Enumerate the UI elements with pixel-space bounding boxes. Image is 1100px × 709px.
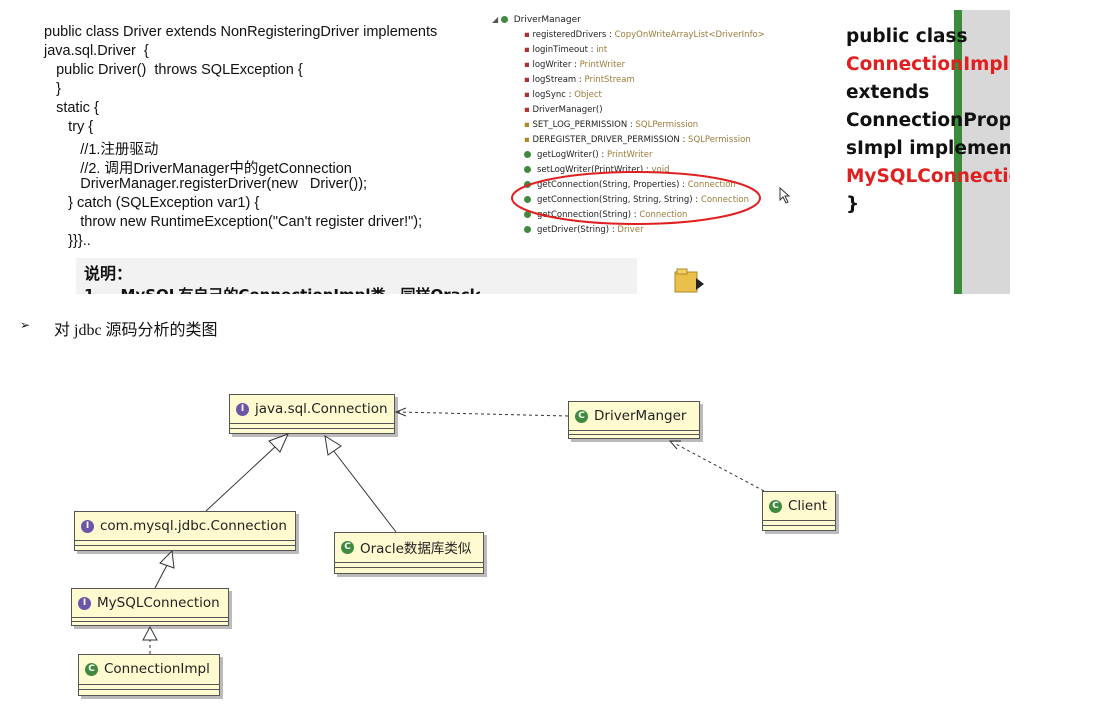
green-bar — [954, 10, 962, 294]
uml-label: com.mysql.jdbc.Connection — [100, 518, 287, 534]
open-arrowhead — [394, 407, 407, 417]
uml-mysql-connection[interactable]: I MySQLConnection — [71, 588, 229, 626]
outline-item[interactable]: getConnection(String, String, String) : … — [524, 195, 749, 210]
open-arrowhead — [668, 440, 681, 450]
class-icon: C — [85, 662, 98, 676]
code-line: }}}.. — [44, 233, 91, 249]
right-code-line: MySQLConnectio — [846, 166, 1010, 187]
uml-client[interactable]: C Client — [762, 491, 836, 531]
uml-label: java.sql.Connection — [255, 401, 388, 417]
code-line: public Driver() throws SQLException { — [44, 62, 303, 78]
outline-item[interactable]: ▪ DEREGISTER_DRIVER_PERMISSION : SQLPerm… — [524, 135, 751, 145]
uml-driver-manger[interactable]: C DriverManger — [568, 401, 700, 439]
outline-item[interactable]: ▪ loginTimeout : int — [524, 45, 608, 55]
outline-root[interactable]: ◢ DriverManager — [492, 15, 581, 25]
gray-panel — [962, 10, 1010, 294]
note-panel — [76, 258, 480, 294]
hollow-arrowhead — [159, 549, 175, 569]
class-icon: C — [341, 540, 354, 554]
uml-label: Oracle数据库类似 — [360, 541, 472, 557]
outline-item[interactable]: ▪ logSync : Object — [524, 90, 602, 100]
right-code-line: } — [846, 194, 860, 215]
outline-item[interactable]: getDriver(String) : Driver — [524, 225, 644, 234]
code-line: throw new RuntimeException("Can't regist… — [44, 214, 423, 230]
outline-item[interactable]: setLogWriter(PrintWriter) : void — [524, 165, 670, 180]
outline-item[interactable]: ▪ registeredDrivers : CopyOnWriteArrayLi… — [524, 30, 765, 40]
class-icon — [500, 16, 508, 23]
outline-panel: ◢ DriverManager ▪ registeredDrivers : Co… — [488, 12, 778, 234]
section-title: 对 jdbc 源码分析的类图 — [54, 322, 218, 339]
outline-item[interactable]: getLogWriter() : PrintWriter — [524, 150, 653, 165]
uml-label: ConnectionImpl — [104, 661, 210, 677]
generalization-line — [205, 445, 277, 512]
right-code-line: extends — [846, 82, 930, 103]
hollow-arrowhead — [324, 434, 342, 456]
generalization-line — [332, 449, 397, 533]
interface-icon: I — [81, 519, 94, 533]
dependency-line — [673, 442, 765, 492]
code-line: //2. 调用DriverManager中的getConnection — [44, 161, 352, 177]
code-line: try { — [44, 119, 94, 135]
code-line: DriverManager.registerDriver(new Driver(… — [44, 176, 368, 192]
uml-label: DriverManger — [594, 408, 687, 424]
folder-icon — [674, 268, 704, 293]
uml-label: Client — [788, 498, 828, 514]
code-line: } — [44, 81, 61, 97]
code-screenshot: public class Driver extends NonRegisteri… — [40, 14, 480, 294]
right-code-line: sImpl implement — [846, 138, 1010, 159]
uml-label: MySQLConnection — [97, 595, 220, 611]
right-code-line: ConnectionPrope — [846, 110, 1010, 131]
note-panel-extension — [480, 258, 637, 294]
code-line: } catch (SQLException var1) { — [44, 195, 260, 211]
note-line: 1 MySQL有自己的ConnectionImpl类，同样Oracle也有对应的… — [84, 284, 480, 294]
class-icon: C — [769, 499, 782, 513]
uml-oracle-similar[interactable]: C Oracle数据库类似 — [334, 532, 484, 574]
code-line: static { — [44, 100, 99, 116]
cursor-icon — [779, 186, 791, 204]
code-line: java.sql.Driver { — [44, 43, 149, 59]
outline-item[interactable]: ▪ DriverManager() — [524, 105, 603, 115]
bullet-icon: ➢ — [20, 318, 31, 332]
uml-connection-impl[interactable]: C ConnectionImpl — [78, 654, 220, 696]
interface-icon: I — [236, 402, 249, 416]
interface-icon: I — [78, 596, 91, 610]
outline-item[interactable]: getConnection(String, Properties) : Conn… — [524, 180, 736, 195]
right-code-line: ConnectionImpl — [846, 54, 1009, 75]
hollow-arrowhead — [268, 433, 289, 453]
code-line: //1.注册驱动 — [44, 142, 159, 158]
dependency-line — [397, 411, 569, 417]
outline-item[interactable]: ▪ logWriter : PrintWriter — [524, 60, 626, 70]
outline-item[interactable]: ▪ logStream : PrintStream — [524, 75, 635, 85]
hollow-arrowhead — [142, 625, 158, 641]
right-code-screenshot: public class ConnectionImpl extends Conn… — [838, 10, 1010, 294]
outline-item[interactable]: ▪ SET_LOG_PERMISSION : SQLPermission — [524, 120, 699, 130]
class-icon: C — [575, 409, 588, 423]
generalization-line — [154, 564, 168, 589]
code-line: public class Driver extends NonRegisteri… — [44, 24, 438, 40]
outline-item[interactable]: getConnection(String) : Connection — [524, 210, 687, 225]
right-code-line: public class — [846, 26, 968, 47]
note-title: 说明： — [84, 264, 133, 283]
